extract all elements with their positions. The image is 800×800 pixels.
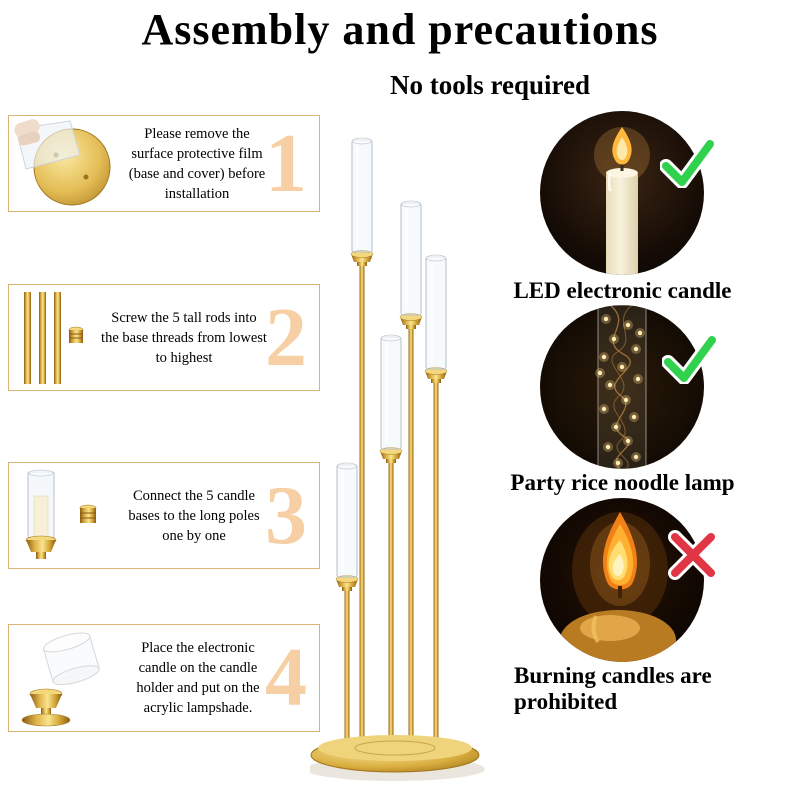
led-candle-photo xyxy=(540,111,704,275)
step-number: 4 xyxy=(265,631,307,724)
rice-noodle-lamp-photo xyxy=(540,305,704,469)
burning-candle-photo xyxy=(540,498,704,662)
step-text: Please remove the surface protective fil… xyxy=(128,125,266,202)
rule-label-led-candle: LED electronic candle xyxy=(513,278,732,303)
subtitle-no-tools: No tools required xyxy=(389,70,590,100)
assembly-step-4: Place the electronic candle on the candl… xyxy=(8,624,320,732)
connect-bases-photo xyxy=(12,466,116,570)
candelabra-product-photo xyxy=(305,135,495,795)
cross-icon xyxy=(668,530,718,580)
step-text: Screw the 5 tall rods into the base thre… xyxy=(101,309,267,366)
assembly-step-2: Screw the 5 tall rods into the base thre… xyxy=(8,284,320,391)
step-text: Place the electronic candle on the candl… xyxy=(136,640,260,716)
step-number: 2 xyxy=(265,290,307,384)
check-icon xyxy=(662,334,718,384)
assembly-step-3: Connect the 5 candle bases to the long p… xyxy=(8,462,320,569)
step-number: 3 xyxy=(265,468,307,562)
screw-rods-photo xyxy=(12,288,96,392)
check-icon xyxy=(660,138,716,188)
rule-label-rice-noodle-lamp: Party rice noodle lamp xyxy=(510,470,735,495)
remove-film-photo xyxy=(12,119,124,213)
page-title: Assembly and precautions xyxy=(141,5,659,54)
step-number: 1 xyxy=(265,116,307,210)
rule-label-burning-prohibited: Burning candles are prohibited xyxy=(514,663,712,715)
step-text: Connect the 5 candle bases to the long p… xyxy=(128,487,260,544)
assembly-step-1: Please remove the surface protective fil… xyxy=(8,115,320,212)
place-candle-photo xyxy=(12,628,126,733)
